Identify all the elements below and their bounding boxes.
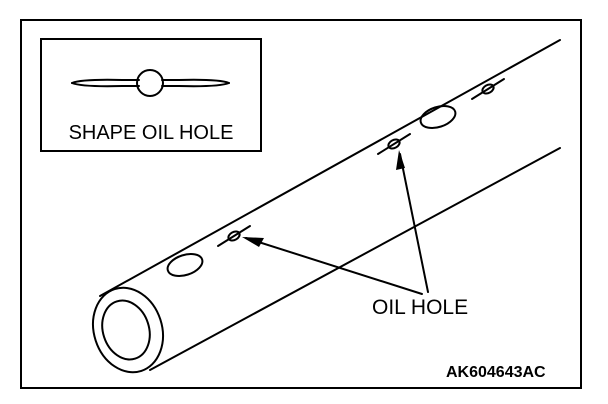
oil-hole-left (217, 225, 251, 247)
oil-hole-middle (377, 133, 411, 155)
arrowhead-left (242, 237, 264, 247)
arrowhead-middle (396, 150, 405, 170)
round-hole-right (419, 104, 457, 130)
leader-line-left (245, 237, 423, 295)
leader-line-middle (399, 153, 429, 293)
shaft-end-inner (101, 299, 151, 361)
inset-label: SHAPE OIL HOLE (68, 122, 234, 144)
oil-hole-shape-icon (71, 69, 230, 97)
shaft-end-outer (92, 286, 164, 374)
shaft-top-edge (99, 39, 561, 297)
figure-id: AK604643AC (446, 364, 546, 381)
shape-detail-inset: SHAPE OIL HOLE (40, 38, 262, 152)
shaft-bottom-edge (149, 147, 561, 371)
round-hole-left (166, 252, 204, 278)
oil-hole-right (471, 78, 505, 100)
oil-hole-callout-label: OIL HOLE (372, 296, 469, 319)
